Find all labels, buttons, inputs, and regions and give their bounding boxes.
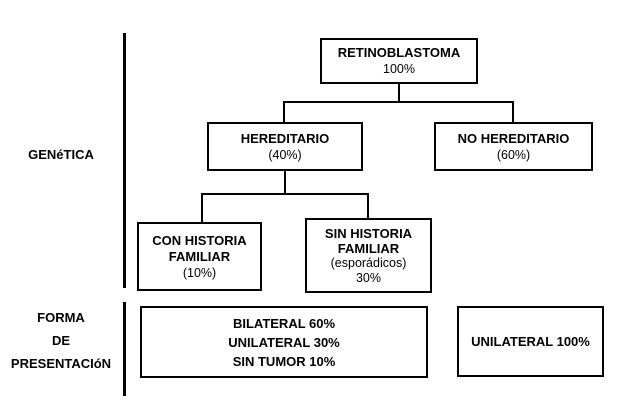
node-sin-historia-note: (esporádicos)	[330, 255, 407, 270]
node-forma-hereditaria: BILATERAL 60% UNILATERAL 30% SIN TUMOR 1…	[140, 306, 428, 378]
connector-level1-horizontal	[283, 101, 514, 103]
node-con-historia-value: (10%)	[182, 265, 217, 280]
node-hereditario-value: (40%)	[268, 147, 302, 162]
node-forma-hereditaria-line1: BILATERAL 60%	[232, 315, 336, 331]
node-con-historia-title-line1: CON HISTORIA	[152, 232, 247, 248]
node-sin-historia-title-line2: FAMILIAR	[337, 240, 400, 256]
node-sin-historia-value: 30%	[355, 270, 382, 285]
node-sin-historia-title-line1: SIN HISTORIA	[324, 225, 413, 241]
node-no-hereditario-value: (60%)	[496, 147, 531, 162]
node-sin-historia-familiar: SIN HISTORIA FAMILIAR (esporádicos) 30%	[305, 218, 432, 293]
connector-drop-no-hereditario	[512, 101, 514, 123]
connector-drop-sin-historia	[367, 193, 369, 219]
node-no-hereditario-title: NO HEREDITARIO	[457, 130, 570, 146]
node-hereditario-title: HEREDITARIO	[240, 130, 330, 146]
connector-retinoblastoma-stem	[398, 84, 400, 102]
connector-drop-hereditario	[283, 101, 285, 123]
connector-drop-con-historia	[201, 193, 203, 223]
section-divider-bottom	[123, 302, 126, 396]
row-label-genetica: GENéTICA	[28, 147, 94, 162]
node-con-historia-title-line2: FAMILIAR	[168, 248, 231, 264]
connector-level2-horizontal	[201, 193, 369, 195]
node-hereditario: HEREDITARIO (40%)	[207, 122, 363, 171]
row-label-forma-line3: PRESENTACIóN	[10, 356, 112, 371]
node-forma-hereditaria-line3: SIN TUMOR 10%	[232, 353, 336, 369]
node-no-hereditario: NO HEREDITARIO (60%)	[434, 122, 593, 171]
node-forma-no-hereditaria-line1: UNILATERAL 100%	[471, 334, 590, 349]
row-label-forma-line2: DE	[51, 333, 71, 348]
connector-hereditario-stem	[284, 170, 286, 194]
node-forma-hereditaria-line2: UNILATERAL 30%	[228, 334, 340, 350]
node-retinoblastoma-title: RETINOBLASTOMA	[337, 45, 461, 60]
node-retinoblastoma: RETINOBLASTOMA 100%	[320, 38, 478, 84]
section-divider-top	[123, 33, 126, 288]
node-retinoblastoma-value: 100%	[383, 62, 415, 76]
node-con-historia-familiar: CON HISTORIA FAMILIAR (10%)	[137, 222, 262, 291]
row-label-forma-presentacion: FORMA DE PRESENTACIóN	[0, 306, 122, 375]
row-label-forma-line1: FORMA	[37, 310, 85, 325]
node-forma-no-hereditaria: UNILATERAL 100%	[457, 306, 604, 377]
